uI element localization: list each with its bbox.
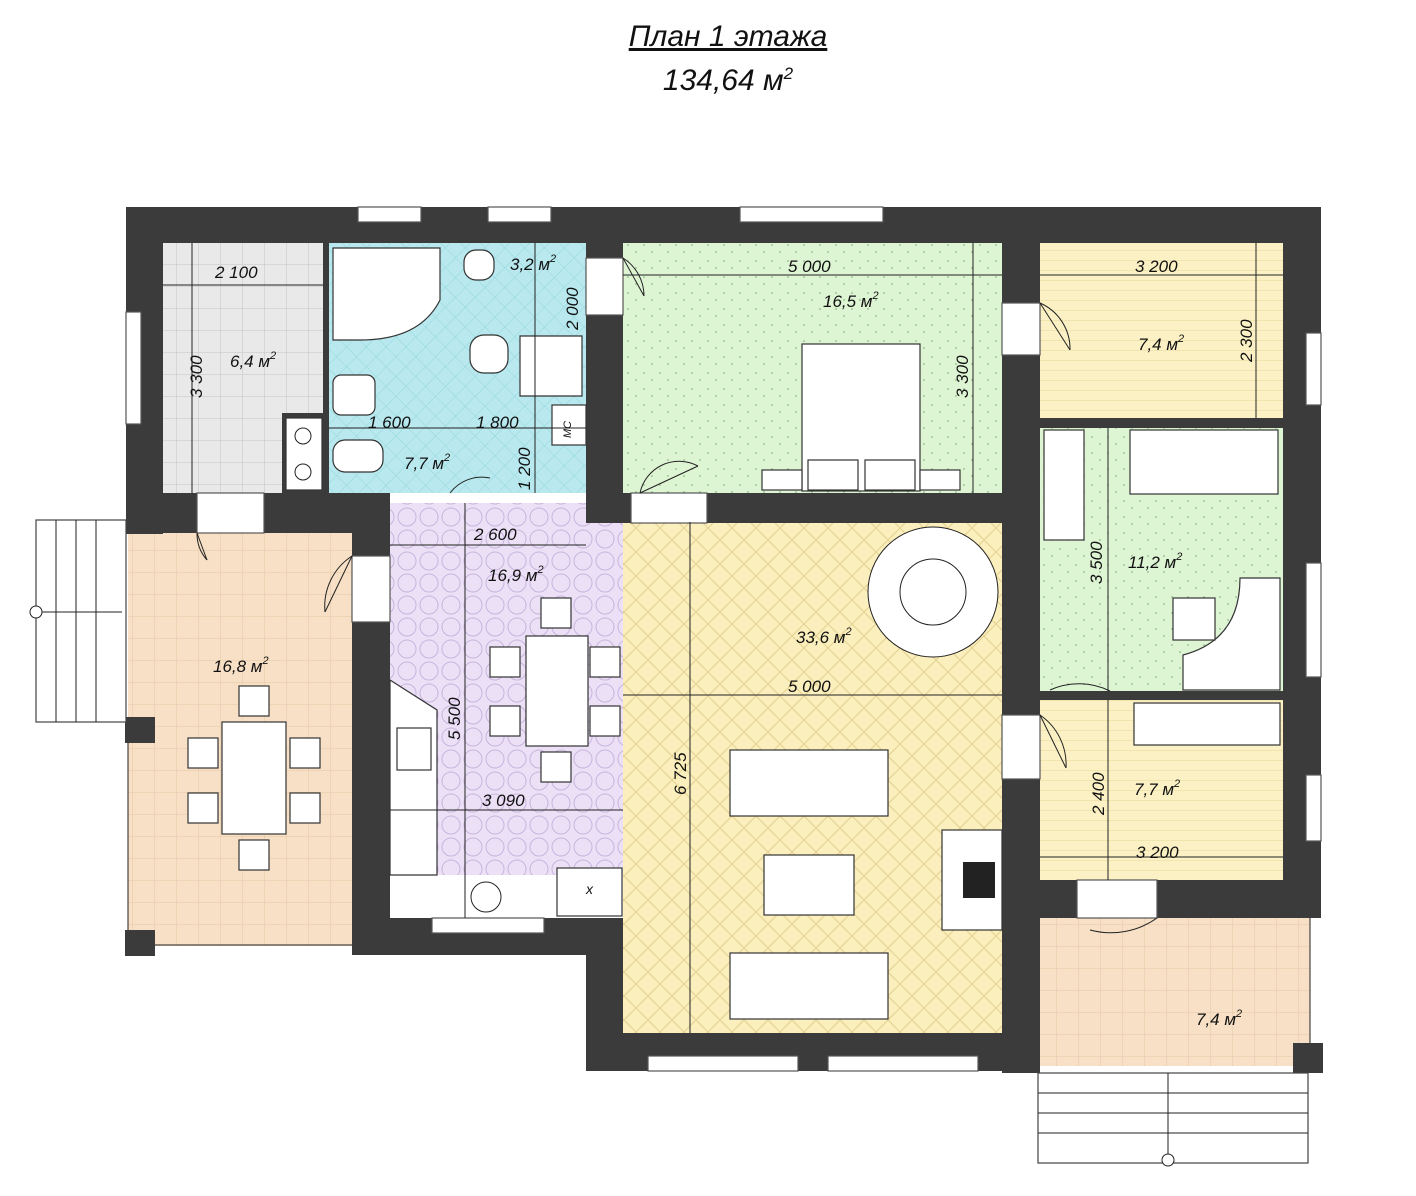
dim-dining-h: 5 500 (445, 697, 464, 740)
dim-bath-w: 1 600 (368, 413, 411, 432)
area-living: 33,6 м2 (796, 626, 852, 647)
dim-living-h: 6 725 (671, 752, 690, 795)
area-bedroom-main: 16,5 м2 (823, 290, 879, 311)
plan-title: План 1 этажа (628, 20, 828, 53)
dim-ne-h: 2 300 (1237, 319, 1256, 363)
area-storage: 6,4 м2 (230, 350, 276, 371)
area-dining: 16,9 м2 (488, 564, 544, 585)
dim-wc-w: 1 800 (476, 413, 519, 432)
area-wc: 3,2 м2 (510, 253, 556, 274)
dim-storage-w: 2 100 (214, 263, 258, 282)
dim-living-w: 5 000 (788, 677, 831, 696)
dim-bed-h: 3 300 (953, 355, 972, 398)
area-porch: 7,4 м2 (1196, 1008, 1242, 1029)
area-bedroom-se: 7,7 м2 (1134, 778, 1180, 799)
total-area: 134,64 м2 (662, 64, 794, 97)
dim-ne-w: 3 200 (1135, 257, 1178, 276)
area-terrace-west: 16,8 м2 (213, 655, 269, 676)
dim-kids-h: 3 500 (1087, 541, 1106, 584)
windows (125, 206, 1322, 1072)
dimension-lines (163, 243, 1283, 1033)
porch-floor (1040, 918, 1310, 1066)
dim-kitchen-w: 3 090 (482, 791, 525, 810)
furniture (187, 247, 1281, 1020)
south-steps (1037, 918, 1311, 1167)
dim-storage-h: 3 300 (187, 355, 206, 398)
dim-dining-w: 2 600 (473, 525, 517, 544)
area-kids-room: 11,2 м2 (1128, 551, 1182, 572)
bedroom-ne-floor (1040, 243, 1283, 418)
dim-se-h: 2 400 (1089, 772, 1108, 816)
west-steps (29, 519, 352, 946)
doors (196, 257, 1158, 934)
dim-wc-h: 2 000 (563, 287, 582, 331)
area-bedroom-ne: 7,4 м2 (1138, 333, 1184, 354)
mc-label: МС (562, 421, 574, 438)
oven-label: x (585, 881, 594, 897)
dim-se-w: 3 200 (1136, 843, 1179, 862)
dim-bed-w: 5 000 (788, 257, 831, 276)
area-bath: 7,7 м2 (404, 452, 450, 473)
dim-bath-h: 1 200 (515, 447, 534, 490)
